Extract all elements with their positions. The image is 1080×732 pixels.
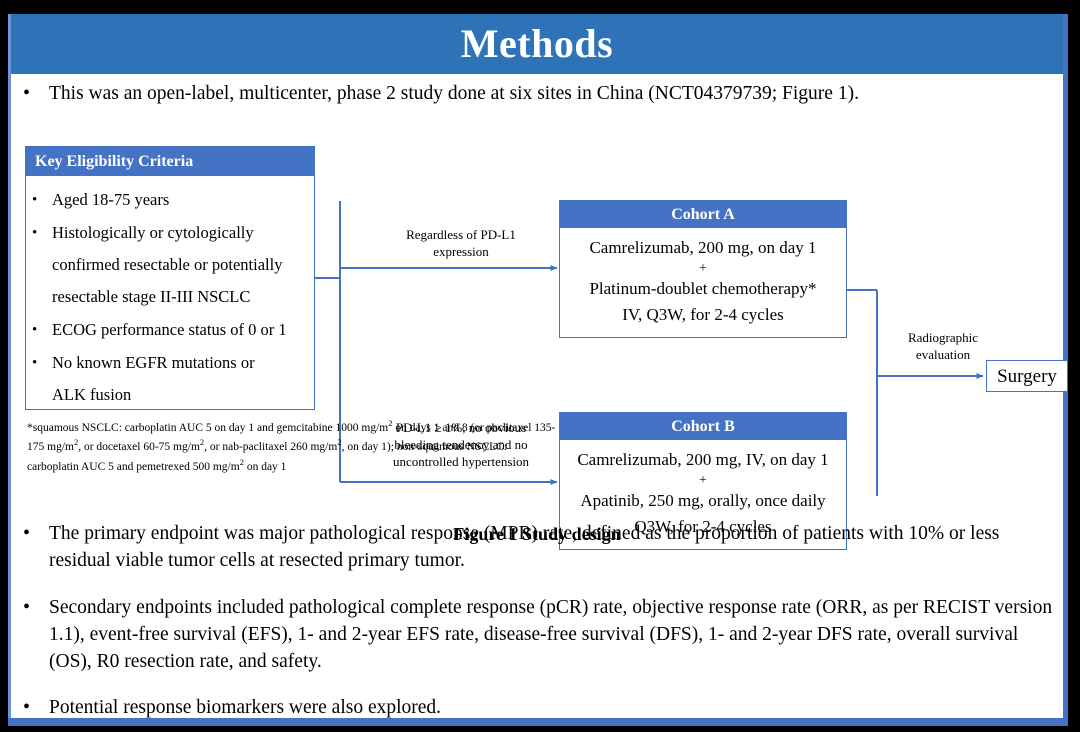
eligibility-line: Histologically or cytologically <box>52 223 254 242</box>
eligibility-item-text: ECOG performance status of 0 or 1 <box>52 320 287 339</box>
endpoint-bullet: • The primary endpoint was major patholo… <box>23 520 1053 574</box>
endpoint-bullet: • Potential response biomarkers were als… <box>23 694 1053 721</box>
cohort-b-line-3: Q3W, for 2-4 cycles <box>634 517 772 536</box>
cohort-a-body: Camrelizumab, 200 mg, on day 1 + Platinu… <box>560 228 846 337</box>
eligibility-item-text: No known EGFR mutations or ALK fusion <box>52 347 255 411</box>
endpoint-bullet-text: Secondary endpoints included pathologica… <box>49 597 1053 672</box>
eligibility-item-text: Histologically or cytologically confirme… <box>52 217 282 313</box>
cohort-a-line-2: Platinum-doublet chemotherapy* <box>589 279 817 298</box>
surgery-box: Surgery <box>986 360 1068 392</box>
lead-bullet: • This was an open-label, multicenter, p… <box>23 80 1053 107</box>
eligibility-line: ALK fusion <box>52 385 132 404</box>
eligibility-header: Key Eligibility Criteria <box>26 147 314 176</box>
eligibility-item: • No known EGFR mutations or ALK fusion <box>32 347 310 411</box>
eligibility-item: • ECOG performance status of 0 or 1 <box>32 314 310 346</box>
chemotherapy-footnote: *squamous NSCLC: carboplatin AUC 5 on da… <box>27 418 556 473</box>
bullet-marker-icon: • <box>23 696 31 718</box>
cohort-b-header: Cohort B <box>560 413 846 440</box>
slide-body: • This was an open-label, multicenter, p… <box>11 74 1068 721</box>
lead-bullet-text: This was an open-label, multicenter, pha… <box>49 83 859 104</box>
endpoint-bullet: • Secondary endpoints included pathologi… <box>23 594 1053 675</box>
cohort-b-line-2: Apatinib, 250 mg, orally, once daily <box>580 491 826 510</box>
page-title: Methods <box>460 21 614 66</box>
bullet-marker-icon: • <box>23 82 31 104</box>
bullet-marker-icon: • <box>32 355 38 371</box>
bullet-marker-icon: • <box>32 225 38 241</box>
eligibility-item: • Aged 18-75 years <box>32 184 310 216</box>
cohort-b-line-1: Camrelizumab, 200 mg, IV, on day 1 <box>577 450 829 469</box>
slide-title-bar: Methods <box>11 14 1063 74</box>
eligibility-criteria-box: Key Eligibility Criteria • Aged 18-75 ye… <box>25 146 315 410</box>
study-design-figure: Key Eligibility Criteria • Aged 18-75 ye… <box>11 114 1068 550</box>
bullet-marker-icon: • <box>32 192 38 208</box>
eligibility-line: resectable stage II-III NSCLC <box>52 287 251 306</box>
cohort-a-plus: + <box>699 261 707 276</box>
cohort-a-header: Cohort A <box>560 201 846 228</box>
bullet-marker-icon: • <box>32 322 38 338</box>
eligibility-line: No known EGFR mutations or <box>52 353 255 372</box>
frame-accent-bottom <box>8 718 1066 726</box>
endpoint-bullet-text: The primary endpoint was major pathologi… <box>49 523 1000 571</box>
eligibility-line: confirmed resectable or potentially <box>52 255 283 274</box>
figure-caption: Figure 1 Study design <box>453 524 621 544</box>
cohort-a-box: Cohort A Camrelizumab, 200 mg, on day 1 … <box>559 200 847 338</box>
cohort-b-box: Cohort B Camrelizumab, 200 mg, IV, on da… <box>559 412 847 550</box>
eligibility-item-text: Aged 18-75 years <box>52 190 170 209</box>
eligibility-list: • Aged 18-75 years • Histologically or c… <box>26 176 314 411</box>
cohort-b-plus: + <box>699 473 707 488</box>
bullet-marker-icon: • <box>23 522 31 544</box>
bullet-marker-icon: • <box>23 596 31 618</box>
surgery-label: Surgery <box>997 365 1057 387</box>
cohort-b-body: Camrelizumab, 200 mg, IV, on day 1 + Apa… <box>560 440 846 549</box>
cohort-a-line-1: Camrelizumab, 200 mg, on day 1 <box>589 238 817 257</box>
endpoint-bullet-text: Potential response biomarkers were also … <box>49 697 442 718</box>
eligibility-item: • Histologically or cytologically confir… <box>32 217 310 313</box>
frame-accent-left <box>8 14 11 726</box>
cohort-a-line-3: IV, Q3W, for 2-4 cycles <box>622 305 784 324</box>
